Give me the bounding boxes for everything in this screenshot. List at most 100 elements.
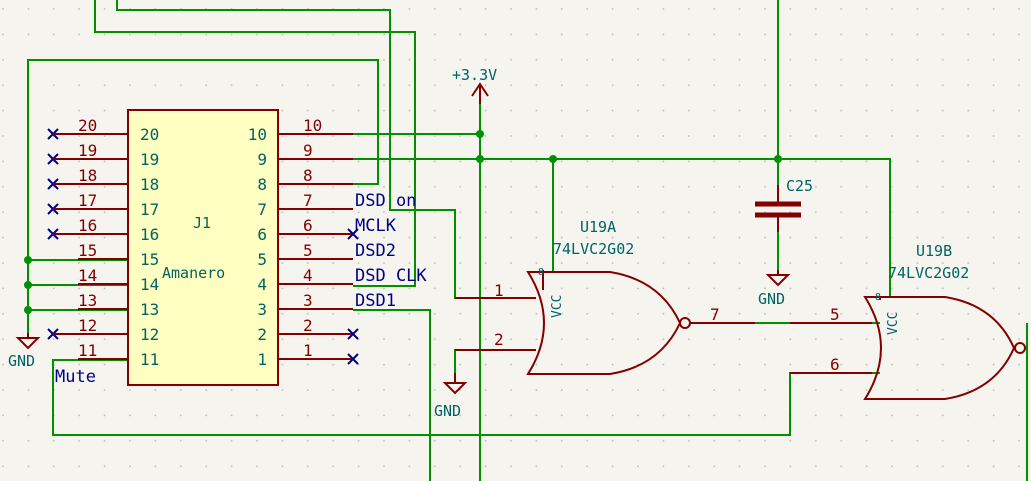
vcc-pin-label: VCC [550,295,565,318]
gate-ref: U19B [916,242,952,260]
pin-number: 4 [303,266,313,285]
pin-number: 2 [494,330,504,349]
pin-number: 2 [303,316,313,335]
pin-name: 10 [248,125,267,144]
inversion-bubble [679,317,691,329]
ground-symbol-cap[interactable]: GND [758,270,791,308]
connector-pin-right[interactable]: 66 [257,216,353,244]
pin-number: 1 [303,341,313,360]
pin-number: 1 [494,281,504,300]
connector-ref: J1 [193,214,211,232]
pin-number: 5 [303,241,313,260]
pin-number: 10 [303,116,322,135]
ground-symbol-left[interactable]: GND [8,333,41,370]
connector-pin-left[interactable]: 13 13 [78,291,159,319]
ground-icon [765,270,791,287]
pin-number: 20 [78,116,97,135]
pin-number: 11 [78,341,97,360]
junction-dot [549,155,557,163]
power-3v3-label: +3.3V [452,66,497,84]
pin-name: 18 [140,175,159,194]
net-label-dsd2: DSD2 [355,241,396,261]
connector-pin-right[interactable]: 22 [257,316,353,344]
connector-pin-right[interactable]: 55 [257,241,353,269]
pin-number: 6 [830,355,840,374]
gate-value: 74LVC2G02 [888,264,969,282]
pin-name: 15 [140,250,159,269]
pin-number: 14 [78,266,97,285]
connector-pin-left[interactable]: 11 11 [78,341,159,369]
wires [27,0,1028,481]
capacitor-ref: C25 [786,177,813,195]
connector-value: Amanero [162,264,225,282]
pin-name: 12 [140,325,159,344]
capacitor-c25[interactable]: C25 [755,177,813,232]
pin-number: 7 [710,305,720,324]
junction-dot [476,155,484,163]
connector-pin-left[interactable]: 12 12 [78,316,159,344]
connector-pin-right[interactable]: 88 [257,166,353,194]
nor-gate-u19b[interactable]: U19B 74LVC2G02 5 6 8 VCC [790,242,1026,400]
connector-pin-right[interactable]: 99 [257,141,353,169]
pin-number: 12 [78,316,97,335]
no-connect-icon [347,228,359,240]
power-arrow-icon [471,82,489,104]
connector-pin-right[interactable]: 44 [257,266,353,294]
pin-name: 5 [257,250,267,269]
pin-name: 19 [140,150,159,169]
no-connect-stubs [53,133,128,335]
ground-symbol-gate-a[interactable]: GND [434,373,468,420]
pin-name: 11 [140,350,159,369]
ground-icon [15,333,41,350]
nor-gate-body [526,271,682,375]
pin-name: 2 [257,325,267,344]
junction-dot [24,256,32,264]
ground-icon [442,373,468,395]
gate-ref: U19A [580,218,616,236]
net-label-mute: Mute [55,367,96,387]
net-label-dsd-on: DSD on [355,191,416,211]
net-label-dsd1: DSD1 [355,291,396,311]
net-label-mclk: MCLK [355,216,397,236]
pin-number: 6 [303,216,313,235]
gate-value: 74LVC2G02 [553,240,634,258]
junctions [24,130,782,314]
connector-pin-right[interactable]: 77 [257,191,353,219]
pin-number: 16 [78,216,97,235]
vcc-pin-label: VCC [886,312,901,335]
pin-number: 13 [78,291,97,310]
pin-number: 8 [875,292,881,303]
net-label-dsd-clk: DSD CLK [355,266,427,286]
pin-name: 7 [257,200,267,219]
connector-body [127,109,279,386]
pin-number: 5 [830,305,840,324]
junction-dot [24,281,32,289]
pin-name: 13 [140,300,159,319]
pin-name: 6 [257,225,267,244]
inversion-bubble [1014,342,1026,354]
pin-number: 9 [303,141,313,160]
ground-label: GND [434,402,461,420]
pin-number: 3 [303,291,313,310]
pin-number: 15 [78,241,97,260]
connector-pin-right[interactable]: 11 [257,341,353,369]
pin-number: 17 [78,191,97,210]
pin-name: 3 [257,300,267,319]
pin-name: 14 [140,275,159,294]
pin-number: 18 [78,166,97,185]
pin-name: 20 [140,125,159,144]
connector-pin-left[interactable]: 14 14 [78,266,159,294]
ground-label: GND [8,352,35,370]
power-3v3-symbol[interactable]: +3.3V [452,66,497,104]
nor-gate-u19a[interactable]: U19A 74LVC2G02 1 2 7 8 VCC [455,218,755,375]
pin-name: 1 [257,350,267,369]
connector-pin-right[interactable]: 33 [257,291,353,319]
pin-name: 8 [257,175,267,194]
no-connect-icon [347,353,359,365]
connector-pin-right[interactable]: 10 10 [248,116,353,144]
ground-label: GND [758,290,785,308]
